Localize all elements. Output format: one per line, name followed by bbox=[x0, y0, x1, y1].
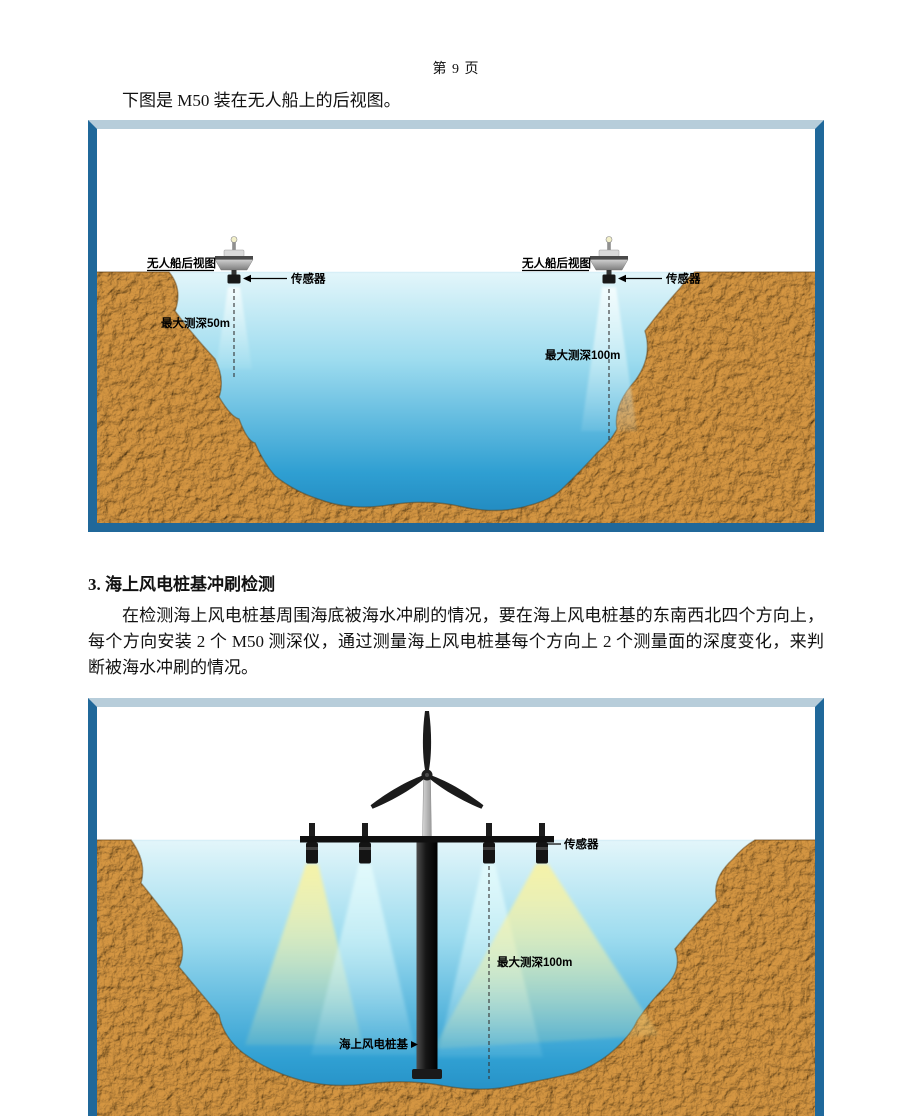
sky bbox=[97, 128, 815, 272]
usv-boat-right bbox=[589, 235, 629, 283]
sensor-arrow-left-icon bbox=[243, 274, 251, 282]
sensor-unit-2 bbox=[359, 822, 371, 864]
figure-pile-canvas: 传感器 最大测深100m 海上风电桩基 bbox=[97, 706, 815, 1116]
seabed-edge bbox=[97, 270, 815, 511]
section-heading: 3. 海上风电桩基冲刷检测 bbox=[88, 574, 275, 594]
seabed-edge bbox=[97, 838, 815, 1090]
sensor-right bbox=[606, 269, 612, 274]
usv-view-label-right: 无人船后视图 bbox=[521, 256, 591, 270]
depth-label: 最大测深100m bbox=[497, 955, 572, 969]
pile-label: 海上风电桩基 bbox=[339, 1037, 408, 1051]
seabed-terrain bbox=[97, 839, 815, 1116]
depth-label-left: 最大测深50m bbox=[161, 316, 230, 330]
sensor-label-right: 传感器 bbox=[665, 271, 701, 285]
figure-usv-frame: 无人船后视图 传感器 最大测深50m 无人船后视图 传感器 最大测深100m bbox=[88, 119, 824, 532]
usv-boat-left bbox=[214, 235, 254, 283]
sensor-platform-bar bbox=[300, 835, 554, 843]
sonar-beam-cyan-left bbox=[311, 863, 417, 1055]
sensor-label: 传感器 bbox=[563, 837, 599, 851]
pile-arrow-icon bbox=[411, 1040, 418, 1048]
figure-usv-canvas: 无人船后视图 传感器 最大测深50m 无人船后视图 传感器 最大测深100m bbox=[97, 128, 815, 523]
depth-label-right: 最大测深100m bbox=[545, 348, 620, 362]
sensor-arrow-right-icon bbox=[618, 274, 626, 282]
intro-text: 下图是 M50 装在无人船上的后视图。 bbox=[122, 91, 401, 110]
sky bbox=[97, 706, 815, 840]
sensor-label-left: 传感器 bbox=[290, 271, 326, 285]
section-paragraph: 在检测海上风电桩基周围海底被海水冲刷的情况，要在海上风电桩基的东南西北四个方向上… bbox=[88, 605, 824, 678]
sensor-unit-3 bbox=[483, 822, 495, 864]
pile-base bbox=[412, 1068, 442, 1079]
seabed-terrain bbox=[97, 271, 815, 523]
sensor-unit-4 bbox=[536, 822, 548, 864]
sensor-unit-1 bbox=[306, 822, 318, 864]
turbine-rotor bbox=[369, 710, 485, 811]
usv-view-label-left: 无人船后视图 bbox=[146, 256, 216, 270]
figure-pile-frame: 传感器 最大测深100m 海上风电桩基 bbox=[88, 697, 824, 1116]
pile-foundation bbox=[416, 839, 438, 1078]
sensor-left bbox=[231, 269, 237, 274]
page-number: 第 9 页 bbox=[432, 62, 480, 77]
